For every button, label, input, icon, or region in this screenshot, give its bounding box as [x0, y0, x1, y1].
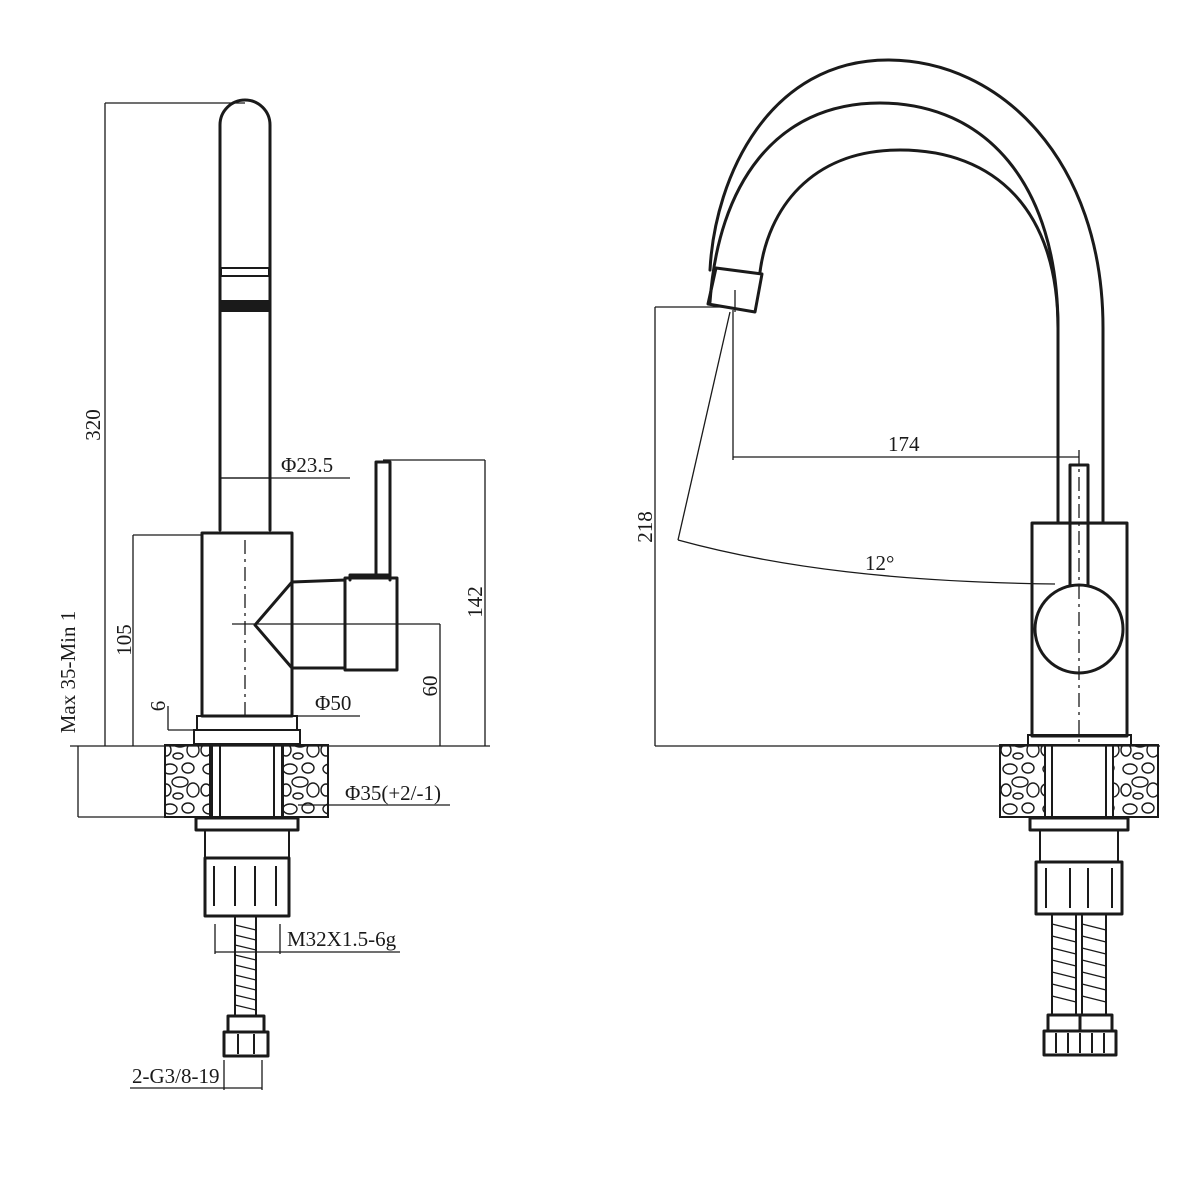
angle-arc	[677, 539, 1056, 585]
worktop-section-left	[164, 744, 211, 818]
dim-phi-23-5: Φ23.5	[281, 453, 333, 477]
front-worktop-right	[1112, 744, 1159, 818]
twin-braided-hoses	[1051, 914, 1107, 1015]
lever-handle	[374, 460, 392, 578]
side-view: 320 105 6 Max 35-Min 1 Φ23.5 142 60 Φ50 …	[56, 98, 490, 1090]
base-ring	[196, 715, 298, 731]
aerator-outlet	[221, 300, 269, 312]
gooseneck-outer	[708, 101, 1060, 525]
dim-320: 320	[81, 409, 105, 441]
base-flange	[193, 729, 301, 745]
front-shank	[1044, 744, 1114, 818]
hose-connector-nut	[222, 1030, 270, 1058]
mounting-washer	[194, 816, 300, 832]
nut-neck	[204, 830, 290, 859]
spout-tube	[218, 98, 272, 532]
dim-hose: 2-G3/8-19	[132, 1064, 220, 1088]
threaded-shank	[211, 744, 283, 818]
dim-12-degrees: 12°	[865, 551, 894, 575]
front-nut-neck	[1039, 830, 1119, 863]
lever-socket	[253, 578, 347, 670]
lever-handle-front	[1068, 463, 1090, 587]
angle-line	[677, 311, 731, 541]
dim-6: 6	[146, 701, 170, 712]
front-view: 218 174 12°	[633, 58, 1160, 1057]
dim-60: 60	[418, 676, 442, 697]
aerator-ring	[220, 267, 270, 277]
dim-174: 174	[888, 432, 920, 456]
dim-218: 218	[633, 511, 657, 543]
front-mounting-nut	[1034, 860, 1124, 916]
worktop-section-right	[282, 744, 329, 818]
hose-connector-neck	[226, 1014, 266, 1034]
front-worktop-left	[999, 744, 1046, 818]
gooseneck-inner-curve	[758, 148, 1060, 330]
gooseneck-inner	[708, 58, 1105, 525]
braided-hose	[234, 916, 257, 1016]
hose-neck-right	[1078, 1013, 1114, 1033]
dim-thread: M32X1.5-6g	[287, 927, 397, 951]
dim-deck-thickness: Max 35-Min 1	[56, 611, 80, 734]
dim-142: 142	[463, 586, 487, 618]
dim-phi-50: Φ50	[315, 691, 351, 715]
dim-105: 105	[112, 624, 136, 656]
mounting-nut	[203, 856, 291, 918]
hose-nuts	[1042, 1029, 1118, 1057]
front-washer	[1028, 816, 1130, 832]
dim-phi-35: Φ35(+2/-1)	[345, 781, 441, 805]
hose-neck-left	[1046, 1013, 1082, 1033]
spout-outlet	[706, 266, 764, 314]
